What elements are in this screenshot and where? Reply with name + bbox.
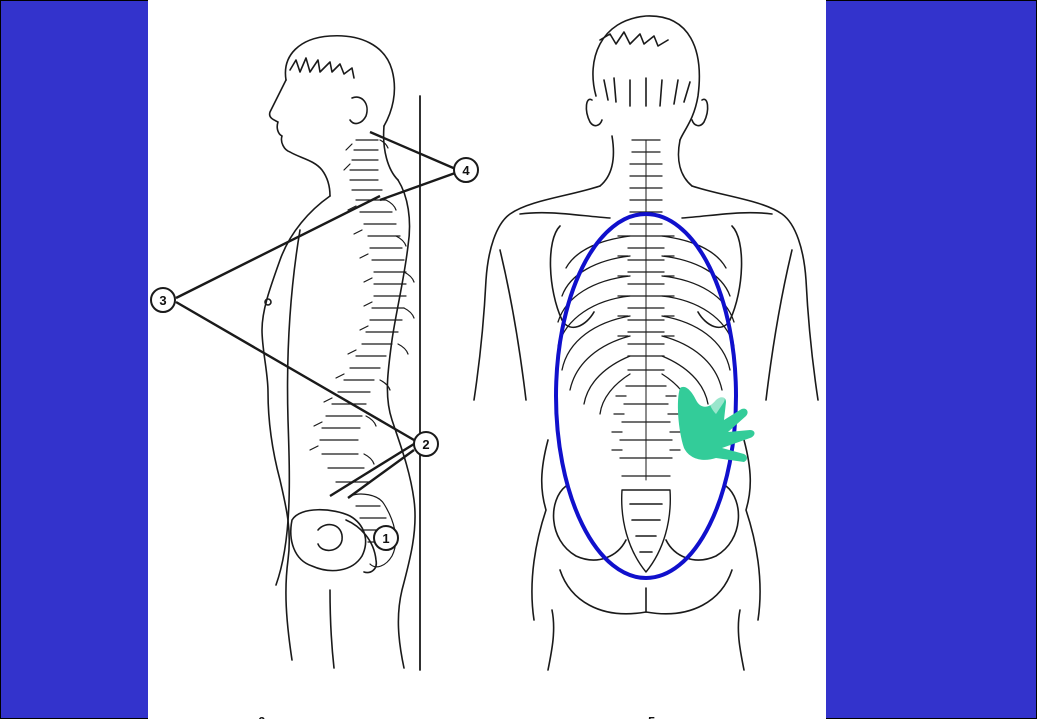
caption-back-view: 5 <box>648 714 655 719</box>
back-view-figure <box>474 16 818 670</box>
callout-3: 3 <box>151 288 175 312</box>
callout-4-label: 4 <box>462 163 470 178</box>
callout-2-label: 2 <box>422 437 429 452</box>
caption-side-view: 6 <box>258 714 265 719</box>
callout-4: 4 <box>454 158 478 182</box>
hand-icon <box>678 387 755 462</box>
callout-2: 2 <box>414 432 438 456</box>
callout-1: 1 <box>374 526 398 550</box>
callout-3-label: 3 <box>159 293 166 308</box>
side-view-figure <box>262 36 420 670</box>
callout-1-label: 1 <box>382 531 389 546</box>
